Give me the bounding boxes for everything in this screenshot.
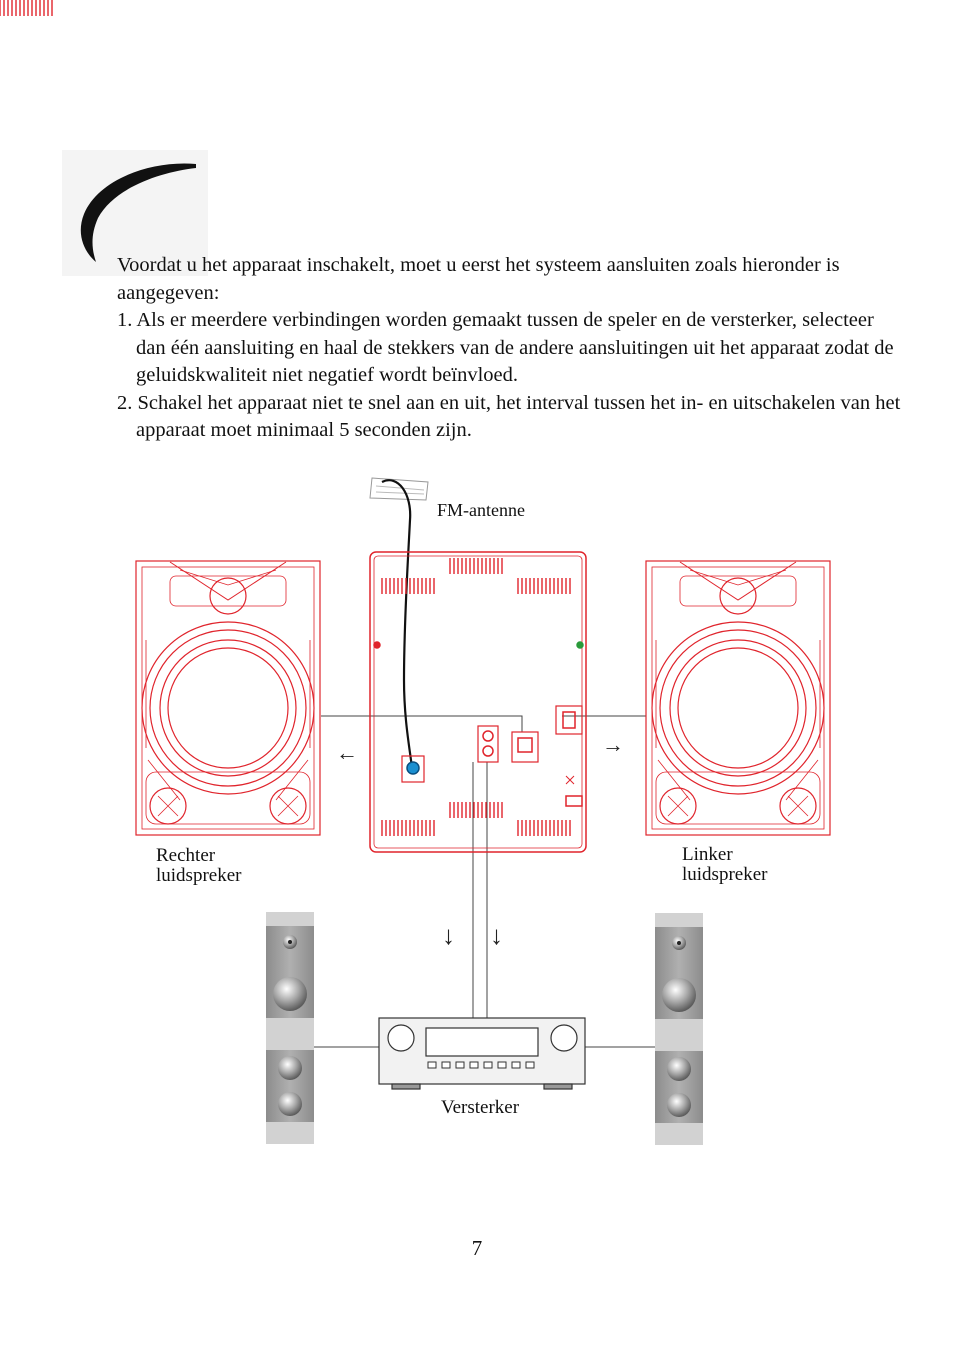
left-speaker-label: Linker luidspreker [682, 844, 768, 885]
floor-speaker-left [655, 913, 703, 1145]
page-number: 7 [471, 1236, 483, 1260]
arrow-down-icon: ↓ [442, 921, 455, 950]
amplifier-label: Versterker [441, 1097, 520, 1118]
vent-slots [0, 0, 571, 837]
left-speaker-drawing [645, 560, 831, 836]
instruction-item-2: 2. Schakel het apparaat niet te snel aan… [117, 391, 901, 442]
main-unit-back-panel [0, 0, 587, 853]
arrow-to-right-speaker-icon: ← [336, 740, 358, 765]
connection-lines [314, 715, 655, 1048]
right-speaker-drawing [135, 560, 321, 836]
fm-antenna [369, 477, 429, 769]
intro-lead: Voordat u het apparaat inschakelt, moet … [117, 254, 840, 304]
arrow-down-icon: ↓ [490, 921, 503, 950]
right-speaker-label: Rechter luidspreker [156, 845, 242, 886]
instruction-item-1: 1. Als er meerdere verbindingen worden g… [117, 309, 894, 386]
amplifier-drawing [378, 1017, 586, 1090]
fm-antenna-label: FM-antenne [437, 500, 525, 520]
intro-text: Voordat u het apparaat inschakelt, moet … [117, 252, 907, 445]
arrow-to-left-speaker-icon: → [602, 732, 624, 757]
floor-speaker-right [266, 912, 314, 1144]
